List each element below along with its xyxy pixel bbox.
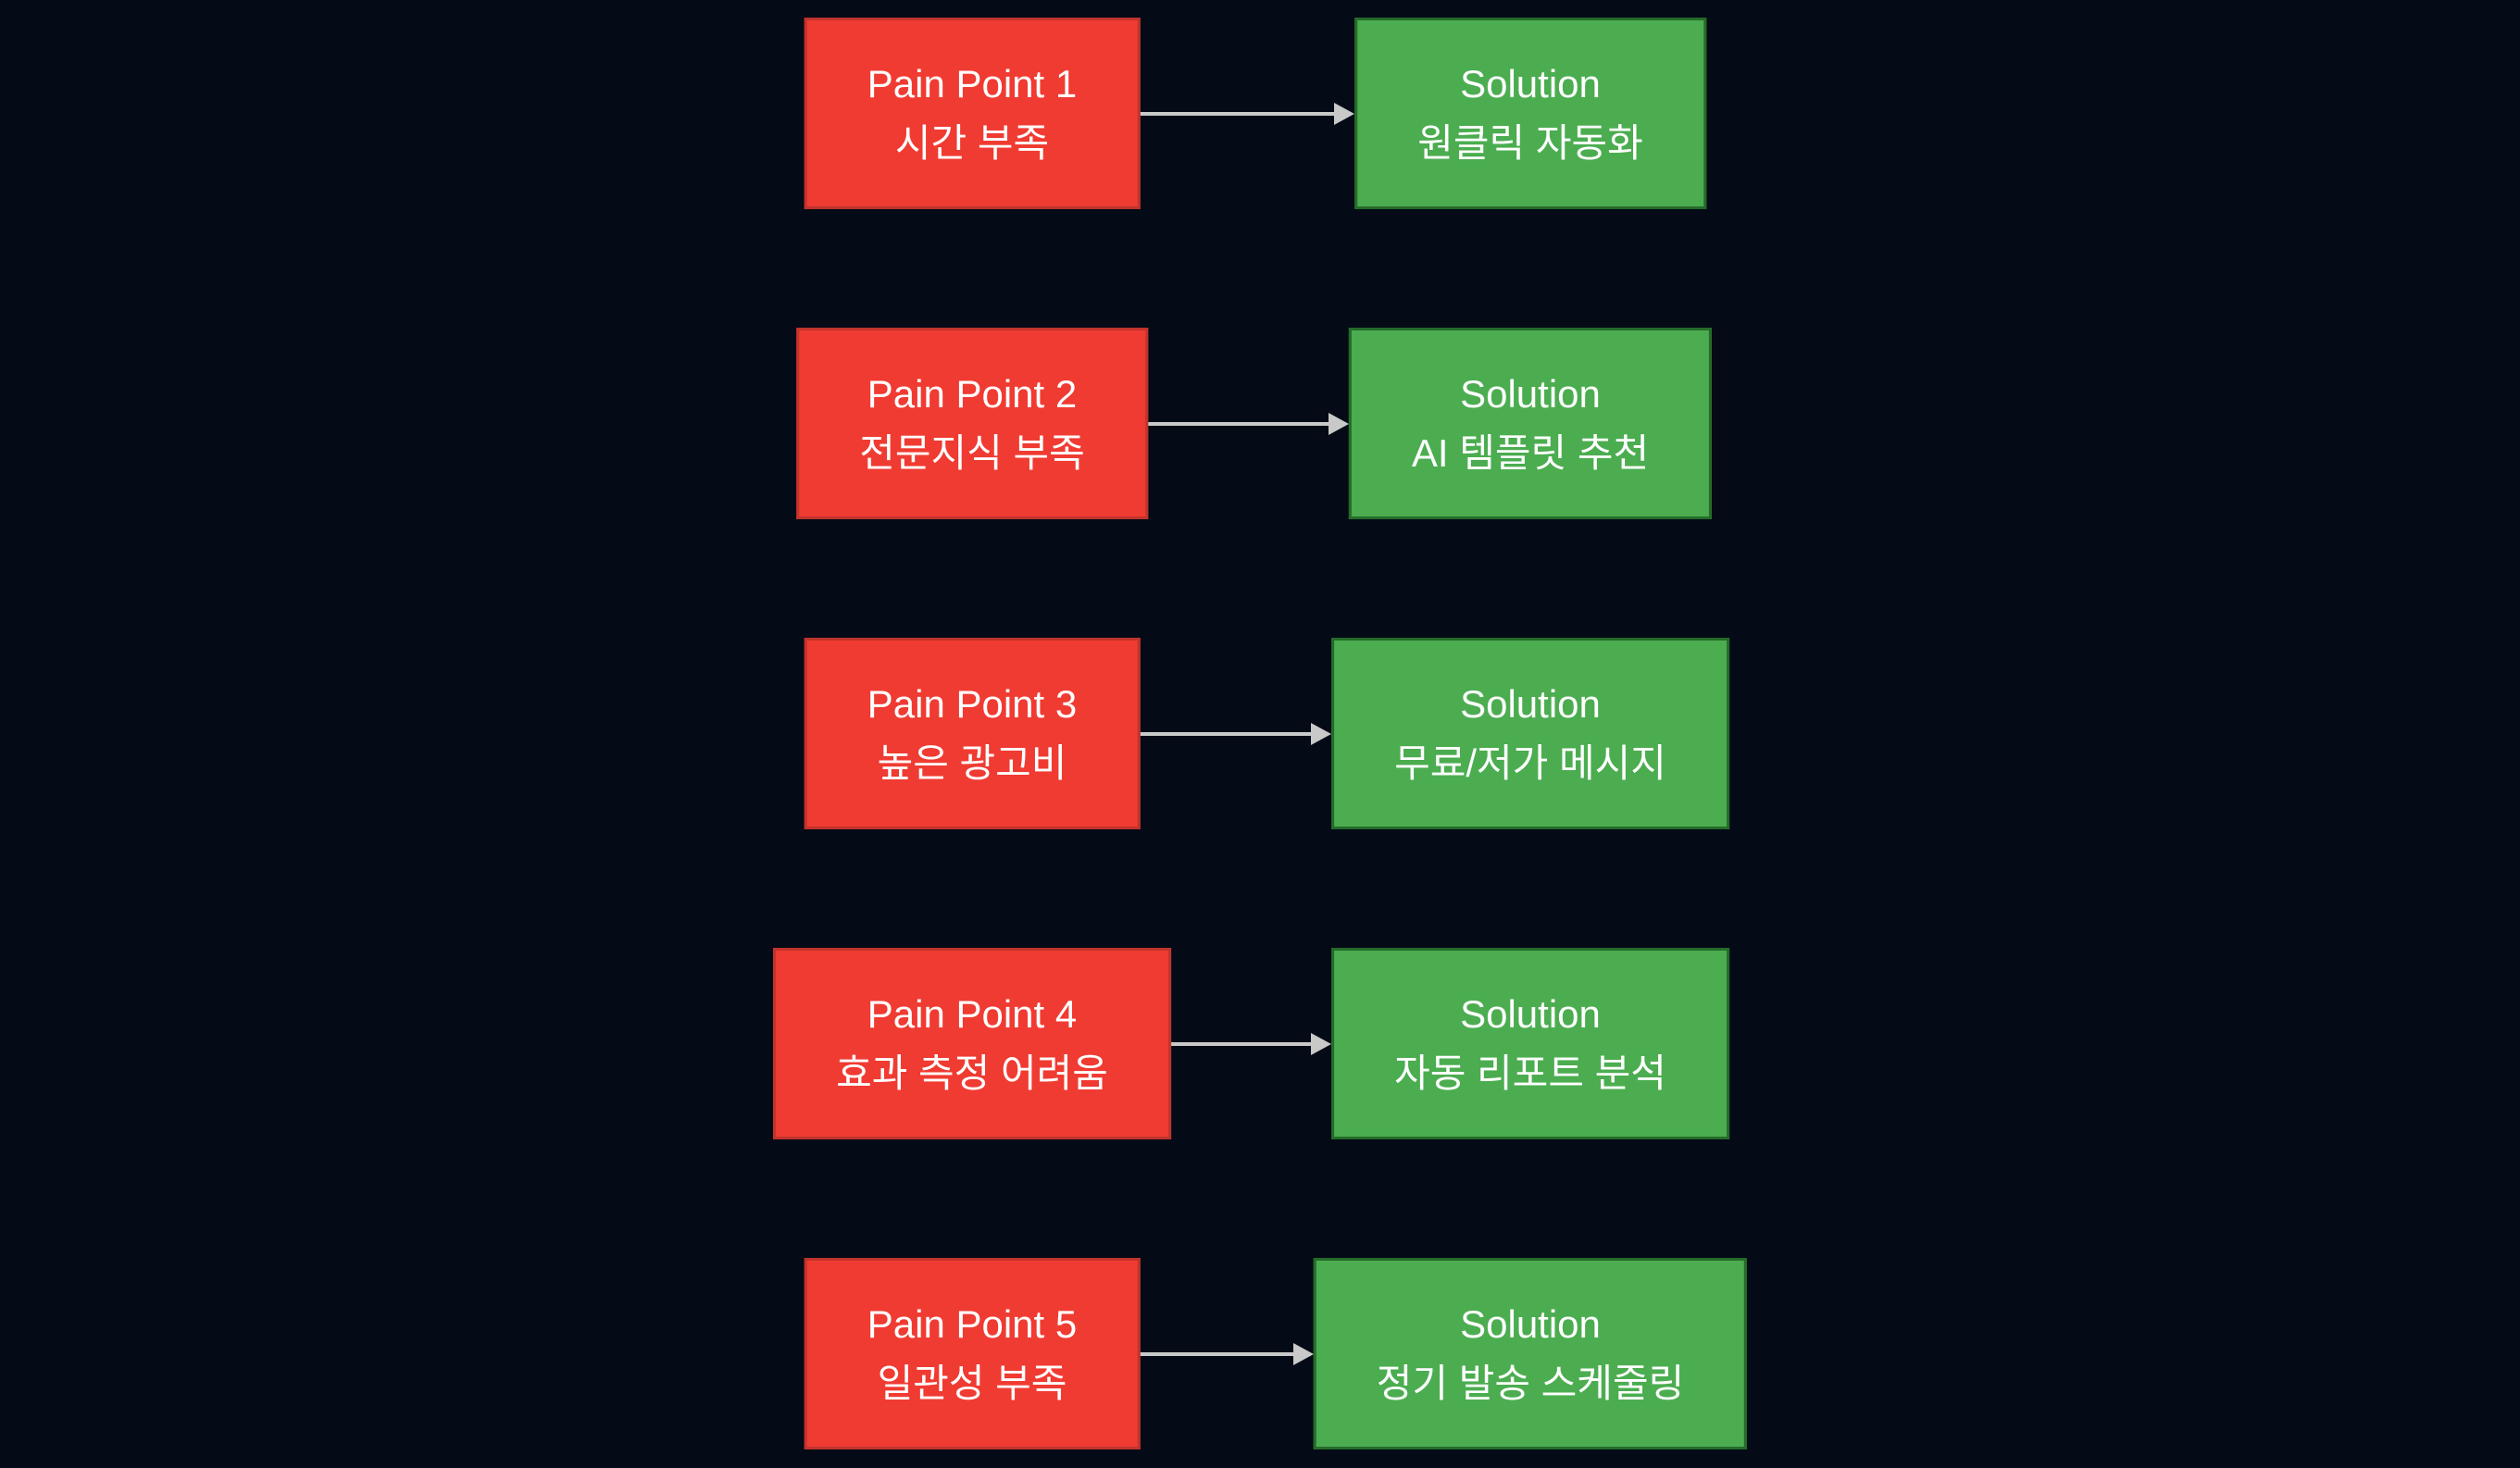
pain-point-title: Pain Point 2 [867, 371, 1078, 416]
solution-box: Solution AI 템플릿 추천 [1348, 328, 1713, 519]
solution-box: Solution 무료/저가 메시지 [1331, 638, 1729, 829]
pain-point-box: Pain Point 3 높은 광고비 [804, 638, 1141, 829]
solution-title: Solution [1460, 991, 1601, 1036]
diagram-row: Pain Point 4 효과 측정 어려움 Solution 자동 리포트 분… [0, 948, 2520, 1139]
pain-point-subtitle: 일관성 부족 [877, 1361, 1067, 1405]
arrow [1170, 1032, 1332, 1055]
arrow-head-icon [1292, 1342, 1314, 1365]
pain-point-box: Pain Point 5 일관성 부족 [804, 1258, 1141, 1449]
arrow-head-icon [1328, 412, 1349, 435]
pain-point-subtitle: 높은 광고비 [877, 740, 1067, 785]
pain-point-box: Pain Point 2 전문지식 부족 [796, 328, 1148, 519]
solution-title: Solution [1460, 1301, 1601, 1346]
pain-point-subtitle: 전문지식 부족 [859, 430, 1085, 475]
arrow-line [1140, 111, 1339, 116]
solution-subtitle: AI 템플릿 추천 [1411, 430, 1650, 475]
arrow [1140, 1342, 1314, 1365]
arrow-line [1140, 731, 1316, 736]
solution-title: Solution [1460, 371, 1601, 416]
solution-box: Solution 정기 발송 스케줄링 [1313, 1258, 1748, 1449]
pain-point-subtitle: 시간 부족 [894, 120, 1050, 165]
solution-subtitle: 원클릭 자동화 [1417, 120, 1643, 165]
arrow [1140, 722, 1332, 745]
solution-subtitle: 무료/저가 메시지 [1394, 740, 1666, 785]
solution-title: Solution [1460, 61, 1601, 106]
arrow-head-icon [1334, 102, 1355, 125]
pain-point-subtitle: 효과 측정 어려움 [836, 1051, 1108, 1095]
pain-point-title: Pain Point 3 [867, 681, 1078, 726]
pain-point-box: Pain Point 1 시간 부족 [804, 18, 1141, 209]
arrow-line [1147, 421, 1332, 426]
pain-point-title: Pain Point 1 [867, 61, 1078, 106]
diagram-row: Pain Point 5 일관성 부족 Solution 정기 발송 스케줄링 [0, 1258, 2520, 1449]
diagram-row: Pain Point 2 전문지식 부족 Solution AI 템플릿 추천 [0, 328, 2520, 519]
arrow-head-icon [1311, 722, 1332, 745]
pain-point-title: Pain Point 5 [867, 1301, 1078, 1346]
solution-box: Solution 원클릭 자동화 [1354, 18, 1706, 209]
diagram-row: Pain Point 1 시간 부족 Solution 원클릭 자동화 [0, 18, 2520, 209]
arrow [1147, 412, 1349, 435]
solution-title: Solution [1460, 681, 1601, 726]
pain-point-box: Pain Point 4 효과 측정 어려움 [773, 948, 1171, 1139]
pain-point-title: Pain Point 4 [867, 991, 1078, 1036]
diagram-row: Pain Point 3 높은 광고비 Solution 무료/저가 메시지 [0, 638, 2520, 829]
arrow-line [1140, 1351, 1297, 1356]
arrow-line [1170, 1041, 1316, 1046]
solution-box: Solution 자동 리포트 분석 [1331, 948, 1729, 1139]
solution-subtitle: 정기 발송 스케줄링 [1376, 1361, 1685, 1405]
arrow-head-icon [1311, 1032, 1332, 1055]
solution-subtitle: 자동 리포트 분석 [1394, 1051, 1666, 1095]
arrow [1140, 102, 1355, 125]
